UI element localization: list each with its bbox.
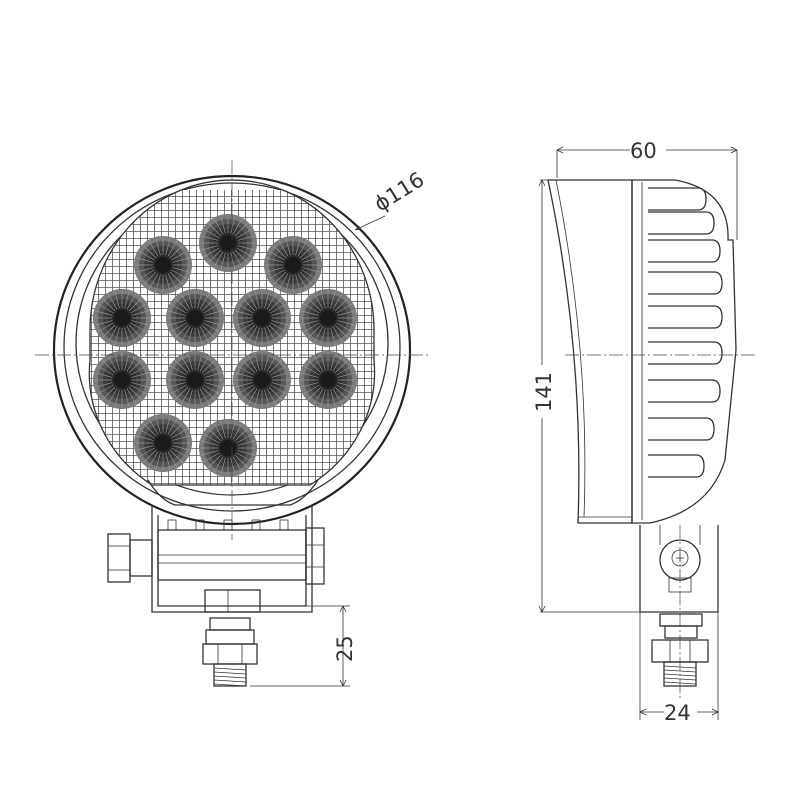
fin-9 <box>648 454 705 478</box>
led-5 <box>166 289 224 347</box>
led-array <box>93 214 357 477</box>
led-9 <box>166 351 224 409</box>
width-label: 60 <box>630 139 657 163</box>
fin-6 <box>648 341 723 365</box>
led-1 <box>199 214 257 272</box>
led-6 <box>233 289 291 347</box>
bottom-stud <box>202 589 261 687</box>
led-7 <box>299 289 357 347</box>
led-2 <box>134 236 192 294</box>
fin-2 <box>648 211 715 235</box>
side-bracket <box>639 525 719 613</box>
side-bolt-left <box>107 533 153 583</box>
housing-bottom-lip <box>147 479 319 506</box>
fin-4 <box>648 271 723 295</box>
led-11 <box>299 351 357 409</box>
led-10 <box>233 351 291 409</box>
bracket-width-dimension: 24 <box>639 612 719 725</box>
width-dimension: 60 <box>556 139 738 240</box>
stud-length-label: 25 <box>333 635 357 662</box>
fin-7 <box>648 379 721 403</box>
diameter-label: ϕ116 <box>370 167 428 216</box>
side-bolt-right <box>305 527 325 585</box>
side-lens-face <box>547 179 633 524</box>
height-dimension: 141 <box>532 179 642 613</box>
bracket-width-label: 24 <box>664 701 691 725</box>
fin-1 <box>648 187 707 211</box>
led-12 <box>134 414 192 472</box>
fin-8 <box>648 417 715 441</box>
stud-length-dimension: 25 <box>250 605 357 687</box>
heatsink-fins <box>648 187 723 478</box>
side-view: 60 141 24 <box>532 139 755 725</box>
heatsink-body <box>631 179 737 524</box>
led-3 <box>264 236 322 294</box>
led-4 <box>93 289 151 347</box>
front-view: ϕ116 25 <box>35 160 428 687</box>
led-8 <box>93 351 151 409</box>
fin-5 <box>648 305 723 329</box>
fin-3 <box>648 239 721 263</box>
height-label: 141 <box>532 372 556 412</box>
diameter-leader <box>354 215 386 231</box>
led-13 <box>199 419 257 477</box>
